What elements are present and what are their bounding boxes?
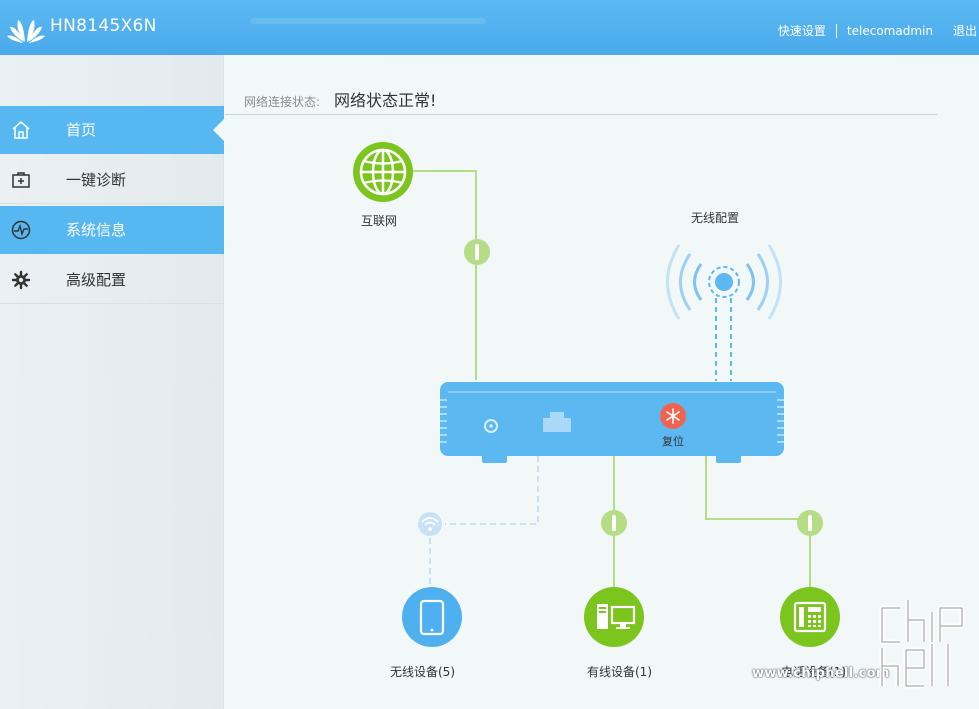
internet-cable-icon (464, 239, 490, 265)
network-topology-diagram (353, 142, 840, 647)
first-aid-icon (11, 170, 31, 190)
phone-link-line (705, 456, 811, 588)
internet-label: 互联网 (361, 214, 398, 228)
watermark-text: www.chiphell.com (752, 666, 890, 681)
sidebar-item-home[interactable]: 首页 (0, 106, 224, 154)
pulse-icon (11, 220, 31, 240)
sidebar: 首页 一键诊断 系统信息 高级配置 (0, 55, 224, 709)
header-nav: 快速设置 telecomadmin 退出 (768, 22, 979, 39)
active-pointer (213, 119, 224, 141)
internet-link-line (411, 170, 477, 380)
internet-globe-icon[interactable] (353, 142, 413, 202)
top-header: HN8145X6N 快速设置 telecomadmin 退出 (0, 0, 979, 55)
nav-separator (835, 23, 837, 38)
wired-cable-icon (601, 510, 627, 536)
sidebar-item-system-info[interactable]: 系统信息 (0, 206, 224, 254)
username-link[interactable]: telecomadmin (846, 23, 933, 38)
sidebar-item-advanced[interactable]: 高级配置 (0, 256, 224, 304)
wired-devices-label: 有线设备(1) (587, 665, 652, 679)
quick-setup-link[interactable]: 快速设置 (777, 24, 826, 38)
logout-link[interactable]: 退出 (952, 24, 977, 38)
reset-label: 复位 (662, 435, 684, 448)
router-device (440, 382, 784, 463)
phone-cable-icon (797, 510, 823, 536)
ethernet-port-icon (543, 412, 571, 432)
sidebar-item-label: 系统信息 (66, 221, 127, 239)
phone-devices-label: 电话设备(1) (781, 665, 846, 679)
status-divider (225, 114, 937, 115)
wireless-config-label[interactable]: 无线配置 (691, 211, 740, 225)
main-content: 网络连接状态: 网络状态正常! (225, 55, 979, 709)
header-decoration (250, 18, 486, 24)
device-model-title: HN8145X6N (50, 16, 157, 36)
wireless-devices-icon[interactable] (402, 587, 462, 647)
gear-icon (11, 270, 31, 290)
huawei-logo-icon (7, 20, 45, 43)
antenna-dashed-lines (715, 298, 732, 381)
sidebar-item-label: 一键诊断 (66, 171, 127, 189)
wifi-signal-icon (418, 512, 442, 536)
status-value: 网络状态正常! (334, 91, 437, 110)
status-label: 网络连接状态: (244, 95, 321, 109)
chiphell-watermark-logo (879, 600, 965, 689)
wireless-antenna-icon[interactable] (666, 244, 782, 320)
network-status-row: 网络连接状态: 网络状态正常! (244, 87, 436, 111)
power-port-icon (484, 419, 498, 433)
sidebar-item-label: 高级配置 (66, 271, 127, 289)
sidebar-item-label: 首页 (66, 121, 97, 139)
sidebar-item-diagnose[interactable]: 一键诊断 (0, 156, 224, 204)
wired-devices-icon[interactable] (584, 587, 644, 647)
phone-devices-icon[interactable] (780, 587, 840, 647)
reset-button-icon[interactable] (660, 403, 686, 429)
wireless-link-line (429, 456, 539, 585)
home-icon (11, 120, 31, 140)
wireless-devices-label: 无线设备(5) (390, 665, 455, 679)
